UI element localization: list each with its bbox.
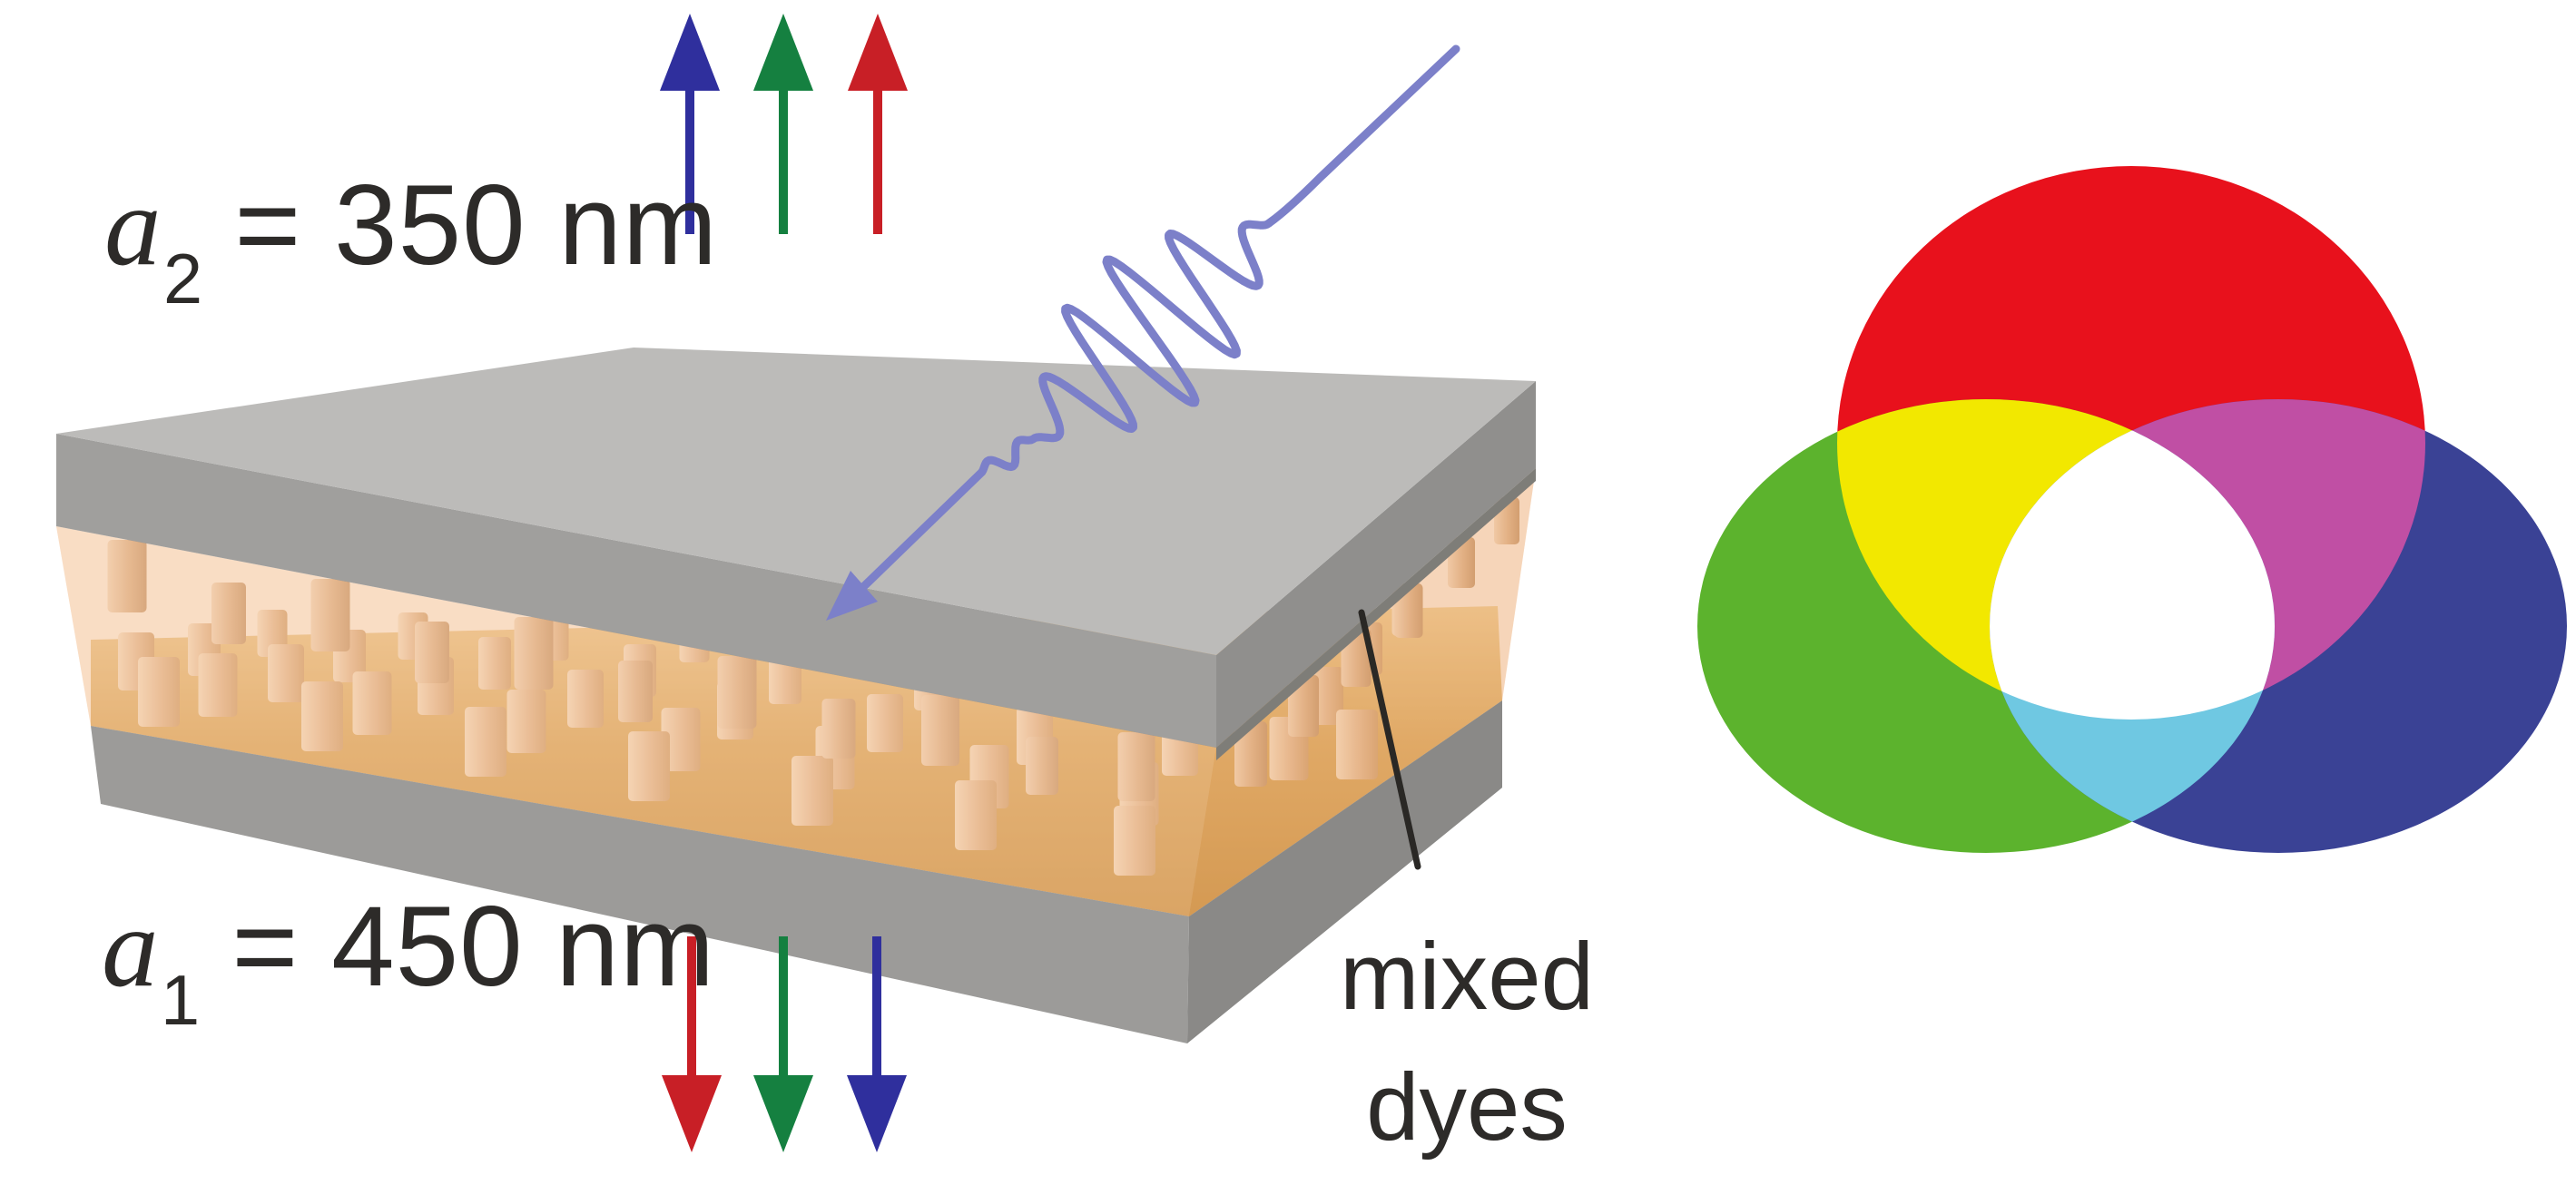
bottom-slab-front-face bbox=[91, 726, 1189, 1043]
emission-arrow-head-green bbox=[753, 1075, 813, 1152]
emission-arrow-head-red bbox=[848, 14, 908, 91]
standing-pillar bbox=[198, 653, 238, 717]
emission-arrow-shaft-red bbox=[687, 936, 696, 1079]
standing-pillar bbox=[628, 731, 670, 801]
pump-pulse bbox=[826, 44, 1460, 621]
standing-pillar bbox=[138, 657, 180, 727]
hanging-pillar bbox=[107, 540, 147, 612]
standing-pillar bbox=[478, 637, 511, 690]
hanging-pillar bbox=[211, 583, 246, 644]
standing-pillar bbox=[955, 780, 997, 850]
lattice-symbol-a1: a bbox=[102, 886, 160, 1011]
pump-pulse-entry bbox=[1264, 44, 1460, 228]
standing-pillar bbox=[1336, 710, 1378, 779]
emission-arrow-shaft-green bbox=[779, 936, 788, 1079]
emission-arrow-head-blue bbox=[847, 1075, 907, 1152]
label-lattice-bottom: a1 = 450 nm bbox=[102, 890, 715, 1036]
standing-pillar bbox=[661, 708, 701, 771]
annotation-mixed: mixed bbox=[1339, 924, 1595, 1030]
emission-arrow-head-blue bbox=[660, 14, 720, 91]
standing-pillar bbox=[301, 681, 343, 751]
hanging-pillar bbox=[1026, 737, 1058, 795]
standing-pillar bbox=[1114, 806, 1155, 876]
emission-arrow-shaft-blue bbox=[685, 87, 694, 234]
lattice-subscript-2: 2 bbox=[163, 240, 204, 319]
hanging-pillar bbox=[310, 579, 350, 651]
standing-pillar bbox=[506, 690, 546, 753]
right-glass-wash bbox=[1189, 468, 1536, 916]
top-slab-under-edge bbox=[1216, 468, 1536, 760]
mixed-dyes-pointer-line bbox=[1358, 609, 1421, 870]
pump-pulse-wavepacket bbox=[860, 219, 1273, 591]
label-lattice-top: a2 = 350 nm bbox=[104, 169, 718, 315]
layered-dye-structure bbox=[56, 348, 1536, 1043]
top-slab-top-face bbox=[56, 348, 1536, 655]
standing-pillar bbox=[268, 644, 304, 702]
top-slab-front-face bbox=[56, 434, 1216, 748]
annotation-dyes: dyes bbox=[1366, 1054, 1568, 1161]
emission-arrow-head-red bbox=[662, 1075, 722, 1152]
standing-pillar bbox=[791, 756, 833, 826]
hanging-pillar bbox=[821, 699, 856, 759]
lattice-subscript-1: 1 bbox=[161, 962, 202, 1041]
emission-arrows-bottom bbox=[662, 936, 907, 1152]
hanging-pillar bbox=[514, 617, 554, 690]
lattice-value-450: = 450 nm bbox=[199, 884, 715, 1010]
pump-pulse-arrowhead bbox=[826, 571, 878, 621]
standing-pillar bbox=[352, 671, 392, 735]
standing-pillar bbox=[567, 670, 604, 728]
front-glass-wash bbox=[56, 526, 1216, 916]
hanging-pillar bbox=[717, 656, 757, 729]
emission-arrow-shaft-blue bbox=[872, 936, 881, 1079]
emission-arrow-shaft-red bbox=[873, 87, 882, 234]
emission-arrow-head-green bbox=[753, 14, 813, 91]
bottom-slab-right-face bbox=[1187, 700, 1502, 1043]
emission-arrow-shaft-green bbox=[779, 87, 788, 234]
emission-arrows-top bbox=[660, 14, 908, 234]
rgb-venn-diagram bbox=[1697, 166, 2567, 853]
standing-pillar bbox=[867, 694, 903, 752]
standing-pillar bbox=[465, 707, 506, 777]
lattice-value-350: = 350 nm bbox=[202, 162, 718, 289]
hanging-pillar bbox=[921, 695, 959, 766]
hanging-pillar bbox=[1234, 721, 1267, 787]
hanging-pillar bbox=[415, 622, 449, 683]
hanging-pillar bbox=[1117, 732, 1155, 801]
lattice-symbol-a2: a bbox=[104, 164, 162, 289]
hanging-pillar bbox=[618, 661, 653, 722]
top-slab-right-face bbox=[1216, 381, 1536, 748]
venn-overlap-white-center bbox=[1990, 399, 2275, 720]
